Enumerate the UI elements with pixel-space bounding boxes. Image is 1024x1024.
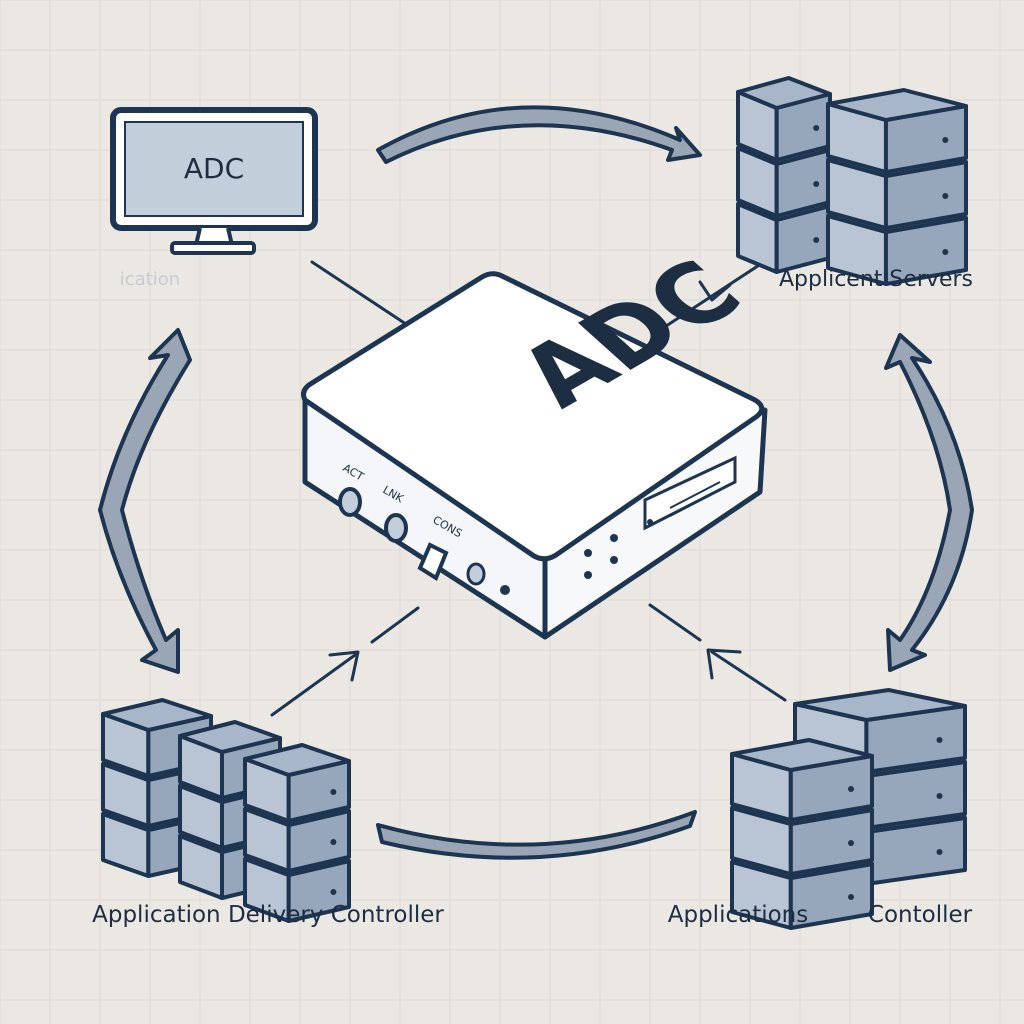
bottom-right-label-left: Applications	[668, 902, 809, 928]
server-unit	[826, 88, 968, 174]
monitor-caption: ication	[120, 269, 180, 290]
adc-device: ADC ACT LNK CONS	[301, 243, 768, 640]
port-lnk-icon	[384, 513, 408, 543]
server-unit	[243, 743, 351, 823]
server-stack-icon	[730, 738, 874, 930]
port-cons-icon	[466, 562, 486, 586]
server-stacks	[101, 76, 968, 930]
server-unit	[826, 200, 968, 286]
server-unit	[730, 846, 874, 930]
console-port-icon	[417, 542, 449, 581]
arrow-top	[376, 105, 702, 164]
arrow-device-to-br	[648, 603, 702, 642]
bottom-right-label-right: Contoller	[868, 902, 973, 928]
arrow-right-double	[884, 333, 974, 672]
arrow-left-double	[98, 328, 192, 674]
server-unit	[730, 738, 874, 822]
bottom-left-label: Application Delivery Controller	[92, 902, 444, 928]
server-unit	[736, 76, 832, 162]
arrow-servers-to-device	[658, 256, 772, 332]
server-stack-icon	[826, 88, 968, 286]
arrow-device-to-bl	[370, 606, 420, 644]
arrow-br-to-device	[706, 648, 787, 702]
server-stack-icon	[736, 76, 832, 274]
port-act-icon	[338, 487, 362, 517]
server-stack-icon	[243, 743, 351, 923]
connector-monitor-device	[310, 260, 417, 332]
arrow-bl-to-device	[270, 650, 360, 717]
vent-panel	[643, 455, 737, 531]
arrows	[98, 105, 974, 860]
monitor-icon: ADC	[110, 107, 318, 255]
arrow-bottom	[376, 810, 697, 860]
monitor-screen-text: ADC	[184, 152, 244, 185]
server-unit	[243, 793, 351, 873]
top-right-label: Applicent Servers	[779, 267, 973, 292]
